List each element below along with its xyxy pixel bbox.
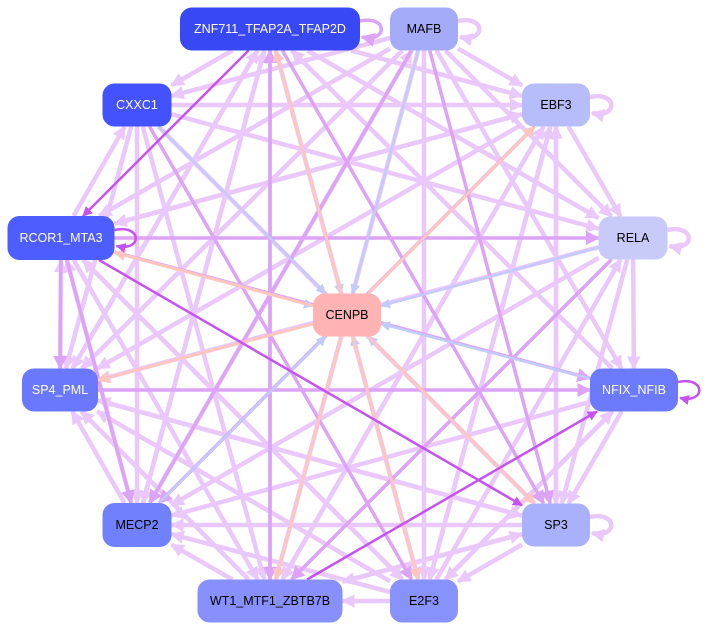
edge-light [456, 542, 524, 584]
edge-light [341, 530, 524, 584]
node-box[interactable] [102, 83, 172, 127]
edge-light [113, 110, 524, 226]
self-loop-edge [457, 17, 482, 47]
node-box[interactable] [590, 368, 678, 412]
nodes-layer: ZNF711_TFAP2A_TFAP2D MAFB CXXC1 EBF3RCOR1_M… [7, 7, 678, 623]
node-label: MECP2 [115, 518, 158, 532]
self-loop-edge [677, 379, 701, 405]
edge-peach [96, 322, 314, 384]
edge-light [566, 410, 624, 505]
edge-light [456, 46, 524, 88]
node-sp3[interactable]: SP3 [522, 503, 590, 547]
edge-peach [367, 125, 536, 295]
node-box[interactable] [7, 216, 115, 260]
node-mafb[interactable]: MAFB [390, 7, 458, 51]
node-label: NFIX_NFIB [602, 383, 666, 397]
edge-strong [98, 258, 523, 507]
node-znf711-tfap2a-tfap2d[interactable]: ZNF711_TFAP2A_TFAP2D [180, 7, 360, 51]
node-rcor1-mta3[interactable]: RCOR1_MTA3 [7, 216, 115, 260]
edge-mid [280, 49, 546, 505]
edge-light [170, 256, 600, 507]
edge-blue [380, 246, 599, 309]
edge-light [96, 122, 524, 371]
node-label: RCOR1_MTA3 [19, 231, 102, 245]
self-loop-edge [114, 227, 137, 253]
self-loop-edge [667, 226, 691, 256]
edge-light [70, 410, 127, 505]
node-label: E2F3 [409, 594, 439, 608]
edge-peach [272, 336, 343, 581]
edge-light [170, 48, 234, 88]
edge-mid [148, 49, 414, 505]
node-label: RELA [617, 231, 650, 245]
edge-light [71, 125, 127, 218]
node-label: WT1_MTF1_ZBTB7B [210, 594, 330, 608]
edge-blue [350, 50, 420, 295]
node-box[interactable] [390, 7, 458, 51]
edge-light [170, 542, 234, 582]
node-box[interactable] [390, 579, 458, 623]
edge-blue [380, 321, 591, 380]
node-sp4-pml[interactable]: SP4_PML [22, 368, 98, 412]
edge-strong [306, 410, 598, 581]
node-rela[interactable]: RELA [598, 216, 668, 260]
edge-light [95, 409, 392, 584]
self-loop-edge [589, 513, 614, 543]
node-e2f3[interactable]: E2F3 [390, 579, 458, 623]
node-ebf3[interactable]: EBF3 [522, 83, 590, 127]
node-box[interactable] [522, 503, 590, 547]
node-label: CXXC1 [116, 98, 158, 112]
edge-mid [53, 259, 68, 370]
node-label: CENPB [325, 308, 368, 322]
node-cenpb[interactable]: CENPB [313, 293, 381, 337]
self-loop-edge [359, 18, 383, 47]
self-loop-edge [589, 93, 614, 123]
node-mecp2[interactable]: MECP2 [102, 503, 172, 547]
node-box[interactable] [102, 503, 172, 547]
edge-blue [157, 125, 327, 295]
edge-peach [351, 336, 422, 581]
edge-peach [113, 249, 314, 308]
node-nfix-nfib[interactable]: NFIX_NFIB [590, 368, 678, 412]
node-label: SP4_PML [32, 383, 88, 397]
node-box[interactable] [313, 293, 381, 337]
edge-light [566, 125, 623, 218]
edge-light [627, 259, 641, 370]
edge-light [71, 258, 260, 581]
node-label: ZNF711_TFAP2A_TFAP2D [194, 22, 346, 36]
edge-peach [367, 335, 536, 505]
node-box[interactable] [522, 83, 590, 127]
node-box[interactable] [180, 7, 360, 51]
node-box[interactable] [598, 216, 668, 260]
node-box[interactable] [22, 368, 98, 412]
node-wt1-mtf1-zbtb7b[interactable]: WT1_MTF1_ZBTB7B [197, 579, 343, 623]
node-label: MAFB [407, 22, 442, 36]
node-label: SP3 [544, 518, 568, 532]
node-cxxc1[interactable]: CXXC1 [102, 83, 172, 127]
edge-blue [158, 335, 327, 504]
node-label: EBF3 [540, 98, 571, 112]
edge-strong [82, 49, 250, 217]
edge-peach [272, 49, 343, 294]
node-box[interactable] [197, 579, 343, 623]
